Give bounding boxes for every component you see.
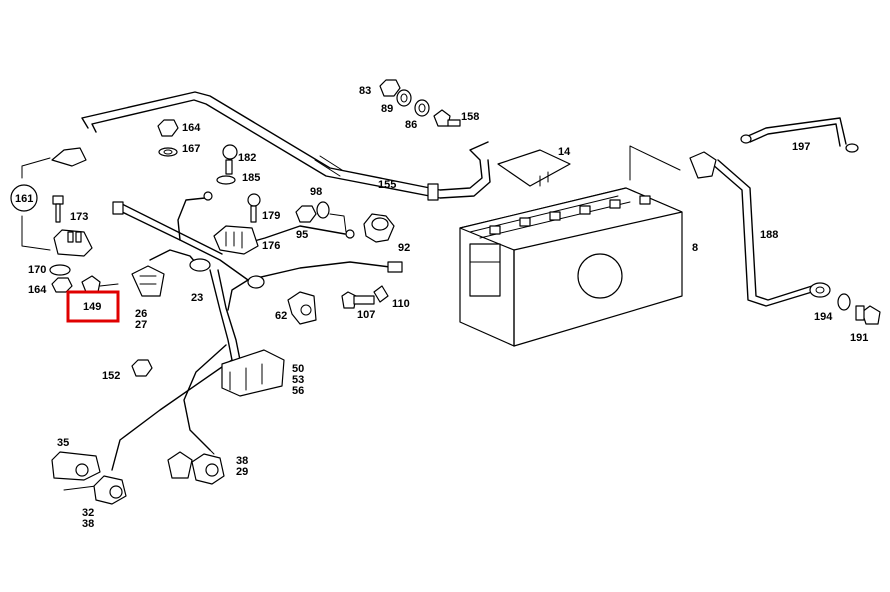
bracket-110 xyxy=(373,285,389,303)
label-164b: 164 xyxy=(28,284,47,296)
sensor-38-29 xyxy=(167,449,225,485)
label-170: 170 xyxy=(28,264,46,276)
cable-188 xyxy=(689,151,831,307)
label-152: 152 xyxy=(102,370,120,382)
part-labels: 83 89 86 158 164 167 182 185 179 176 98 … xyxy=(15,85,868,530)
cable-155 xyxy=(81,91,491,201)
label-188: 188 xyxy=(760,229,778,241)
harness-23 xyxy=(111,191,403,471)
label-161: 161 xyxy=(15,193,33,205)
label-185: 185 xyxy=(242,172,260,184)
strap-197 xyxy=(740,117,859,153)
fasteners-top xyxy=(379,79,461,127)
nut-152 xyxy=(131,359,153,377)
label-38: 38 xyxy=(82,518,94,530)
label-98: 98 xyxy=(310,186,322,198)
label-155: 155 xyxy=(378,179,396,191)
boot-92 xyxy=(363,213,395,243)
battery-8 xyxy=(459,145,683,347)
label-191: 191 xyxy=(850,332,868,344)
label-35: 35 xyxy=(57,437,69,449)
label-86: 86 xyxy=(405,119,417,131)
label-92: 92 xyxy=(398,242,410,254)
label-176: 176 xyxy=(262,240,280,252)
fasteners-middle xyxy=(157,119,261,255)
label-164: 164 xyxy=(182,122,201,134)
label-53: 53 xyxy=(292,374,304,386)
label-62: 62 xyxy=(275,310,287,322)
label-173: 173 xyxy=(70,211,88,223)
label-89: 89 xyxy=(381,103,393,115)
label-23: 23 xyxy=(191,292,203,304)
label-56: 56 xyxy=(292,385,304,397)
clip-26-27 xyxy=(131,265,165,297)
label-194: 194 xyxy=(814,311,833,323)
label-107: 107 xyxy=(357,309,375,321)
ground-bracket-group xyxy=(10,147,119,293)
label-26: 26 xyxy=(135,308,147,320)
label-50: 50 xyxy=(292,363,304,375)
bolt-191 xyxy=(837,293,881,325)
label-149: 149 xyxy=(83,301,101,313)
clamp-62 xyxy=(287,291,317,325)
connector-50 xyxy=(221,349,285,397)
nut-95-98 xyxy=(295,201,347,233)
label-14: 14 xyxy=(558,146,571,158)
label-182: 182 xyxy=(238,152,256,164)
label-158: 158 xyxy=(461,111,479,123)
label-38b: 38 xyxy=(236,455,248,467)
label-32: 32 xyxy=(82,507,94,519)
highlight-149[interactable]: 149 xyxy=(66,290,120,323)
label-167: 167 xyxy=(182,143,200,155)
sensor-35 xyxy=(51,451,127,505)
bolt-107 xyxy=(341,291,375,309)
label-95: 95 xyxy=(296,229,308,241)
label-197: 197 xyxy=(792,141,810,153)
label-27: 27 xyxy=(135,319,147,331)
label-110: 110 xyxy=(392,298,410,310)
cover-14 xyxy=(497,149,571,187)
label-8: 8 xyxy=(692,242,698,254)
label-29: 29 xyxy=(236,466,248,478)
highlight-box xyxy=(66,290,120,323)
label-83: 83 xyxy=(359,85,371,97)
label-179: 179 xyxy=(262,210,280,222)
